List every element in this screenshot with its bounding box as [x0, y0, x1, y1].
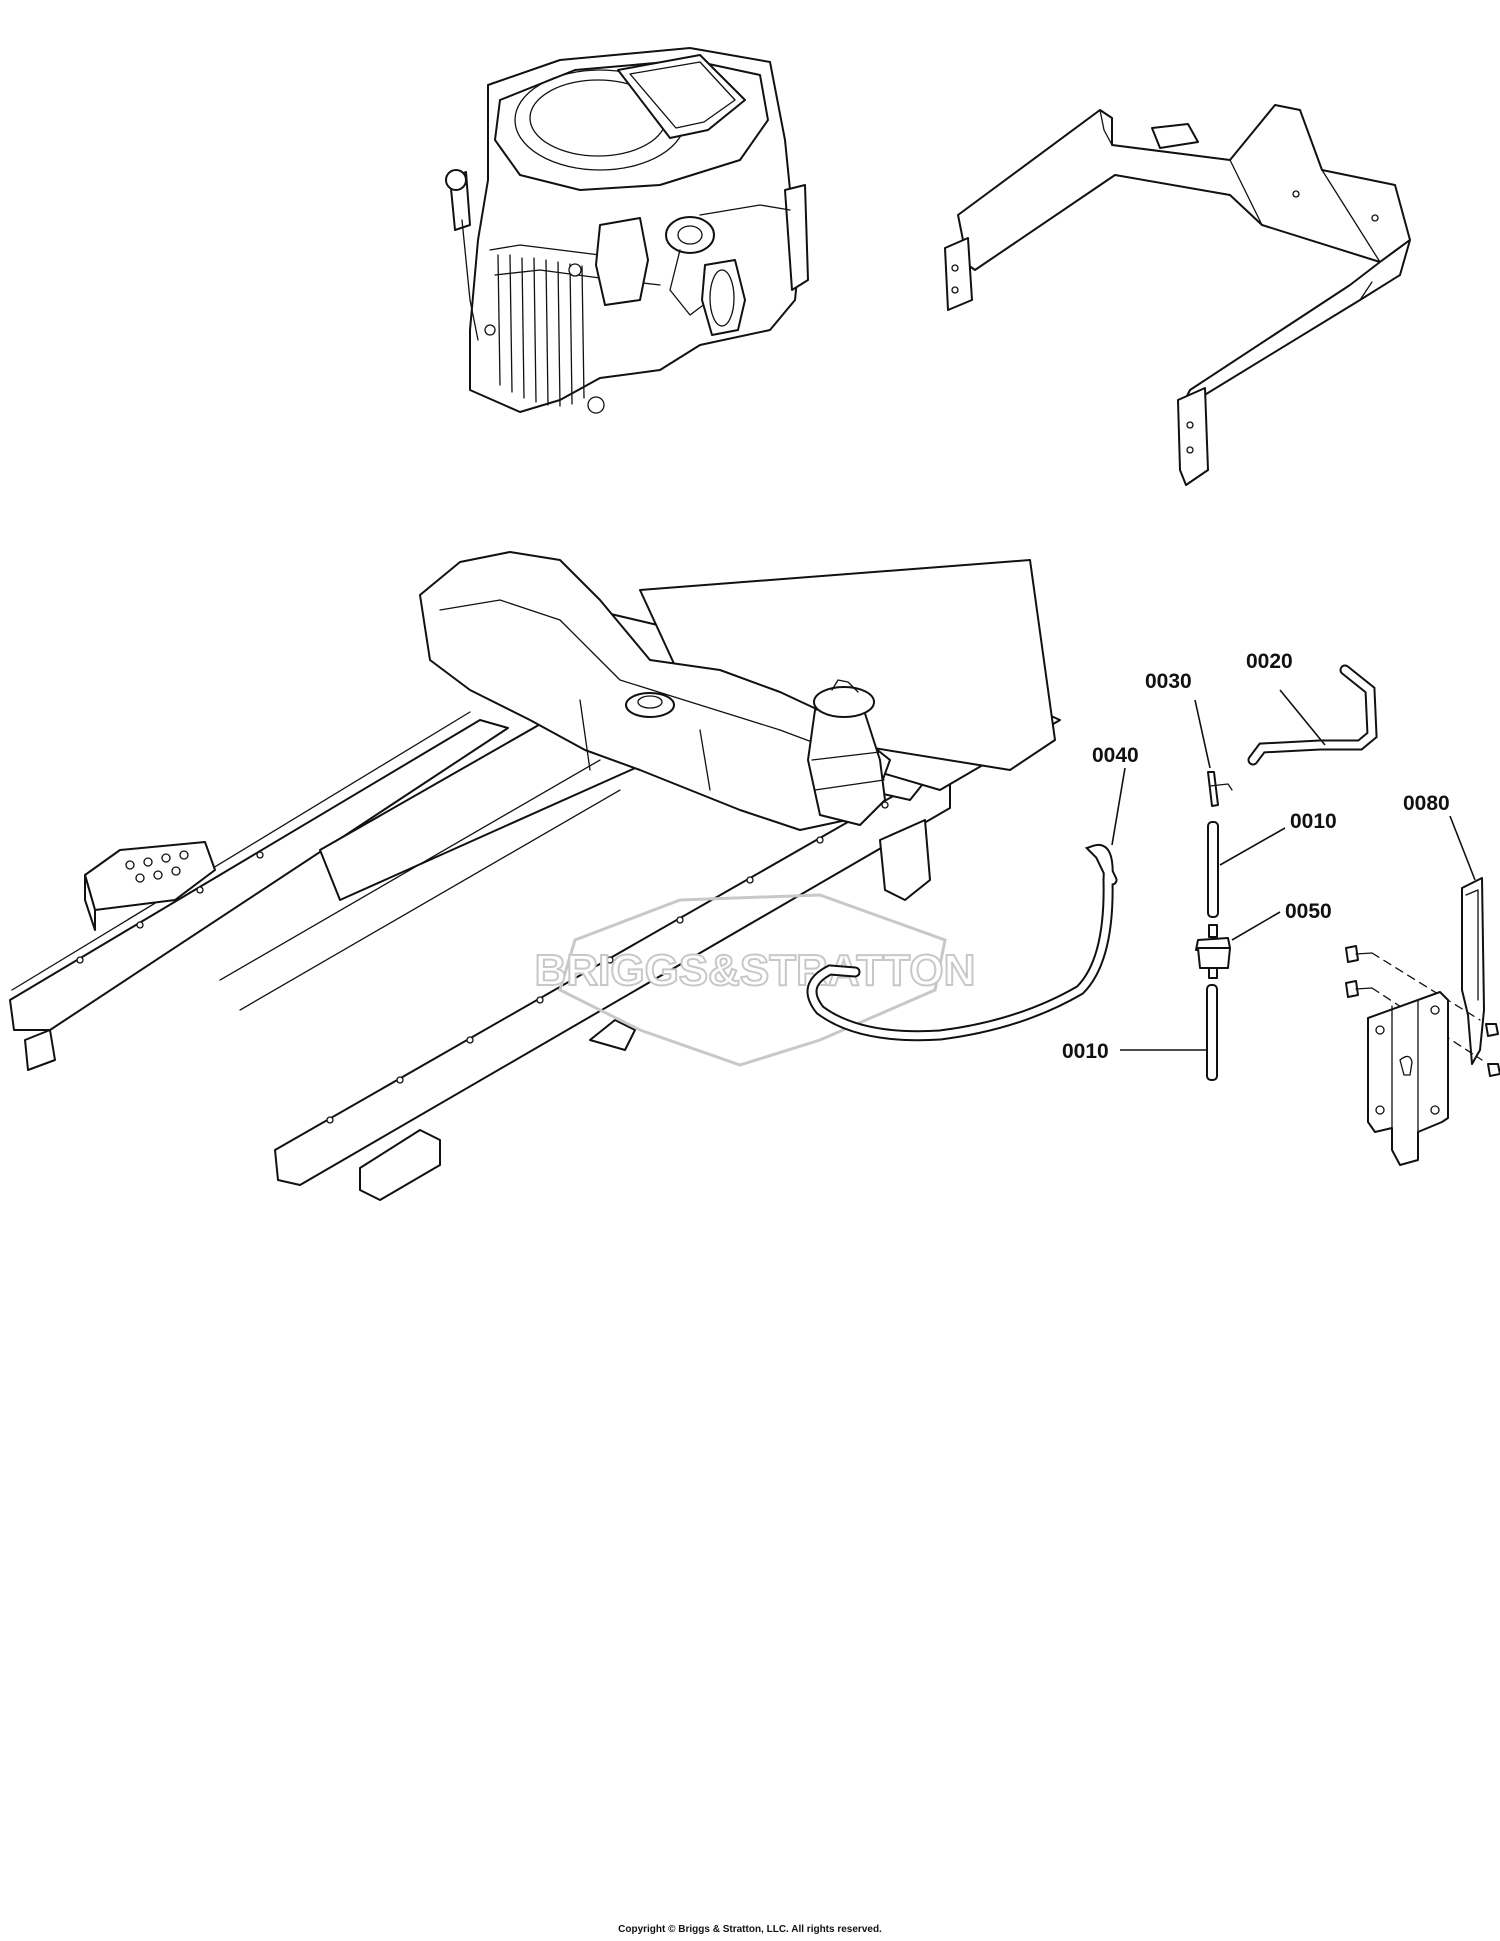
mounting-plate [1367, 991, 1449, 1166]
pedal-holes [125, 850, 189, 883]
engine-cooling-fins [497, 254, 585, 407]
watermark-text: BRIGGS&STRATTON [535, 946, 976, 995]
callout-0080[interactable]: 0080 [1403, 792, 1450, 815]
callout-0030[interactable]: 0030 [1145, 670, 1192, 693]
copyright-notice: Copyright © Briggs & Stratton, LLC. All … [618, 1924, 882, 1935]
fuel-line-0040[interactable] [806, 843, 1118, 1042]
callout-labels: 0030 0020 0040 0010 0080 0050 0010 [1062, 650, 1450, 1063]
dipstick-icon [445, 169, 479, 341]
callout-0010-upper[interactable]: 0010 [1290, 810, 1337, 833]
frame-and-fuel-tank-illustration [9, 551, 1061, 1201]
fuel-filler-neck [807, 679, 886, 826]
fuel-tank [419, 551, 891, 831]
guard-bracket-illustration [944, 104, 1411, 486]
callout-0040[interactable]: 0040 [1092, 744, 1139, 767]
briggs-stratton-watermark: BRIGGS&STRATTON [534, 893, 976, 1067]
hose-clamp-0030[interactable] [1207, 771, 1233, 807]
callout-0050[interactable]: 0050 [1285, 900, 1332, 923]
bracket-0080[interactable] [1461, 877, 1485, 1065]
callout-0010-lower[interactable]: 0010 [1062, 1040, 1109, 1063]
engine-illustration [445, 47, 809, 414]
callout-0020[interactable]: 0020 [1246, 650, 1293, 673]
fuel-filter-0050[interactable] [1195, 924, 1231, 979]
fuel-line-0020[interactable] [1247, 664, 1378, 766]
callout-leaders [1111, 689, 1476, 1051]
fuel-line-0010-lower[interactable] [1206, 984, 1218, 1081]
fuel-line-0010-upper[interactable] [1207, 821, 1219, 918]
frame-holes [76, 801, 889, 1124]
mounting-bolts [1345, 945, 1500, 1077]
